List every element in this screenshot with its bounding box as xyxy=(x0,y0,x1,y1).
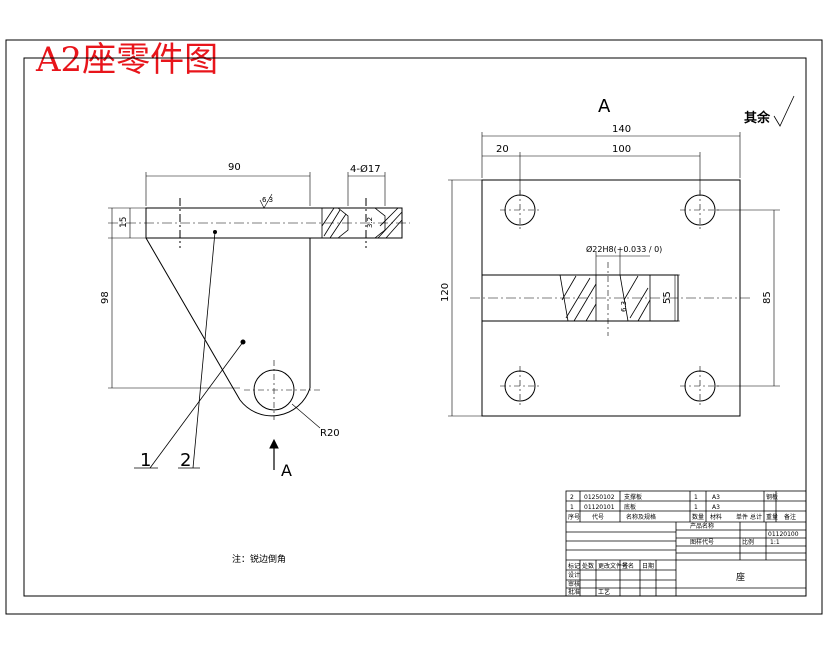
tb-hdr-total: 总计 xyxy=(750,513,762,521)
tb-hdr-unit: 单件 xyxy=(736,513,748,521)
tb-row1-mat: A3 xyxy=(712,494,720,501)
technical-note: 注：锐边倒角 xyxy=(232,553,286,565)
support-arc xyxy=(239,387,311,417)
tb-row2-no: 1 xyxy=(570,504,574,511)
side-view xyxy=(108,172,410,470)
tb-row2-code: 01120101 xyxy=(584,504,615,511)
tb-row1-name: 支撑板 xyxy=(624,493,642,501)
tb-info-product: 产品名称 xyxy=(690,522,714,530)
tb-row1-no: 2 xyxy=(570,494,574,501)
inner-frame xyxy=(23,57,807,597)
tb-row2-name: 底板 xyxy=(624,503,636,511)
tb-sign-process: 工艺 xyxy=(598,588,610,596)
roughness-section-label: 3.2 xyxy=(366,217,374,228)
title-block xyxy=(565,490,807,597)
title-block-frame xyxy=(565,490,807,597)
tb-info-scale: 比例 xyxy=(742,538,754,546)
dim-85-label: 85 xyxy=(762,291,773,304)
tb-hdr-remark: 备注 xyxy=(784,513,796,521)
leader-label-2: 2 xyxy=(180,450,191,471)
support-edge-left xyxy=(145,237,241,401)
surface-check-mark xyxy=(773,95,795,127)
tb-row2-qty: 1 xyxy=(694,504,698,511)
surface-note: 其余 xyxy=(744,110,771,126)
tb-hdr-qty: 数量 xyxy=(692,513,704,521)
tb-row1-qty: 1 xyxy=(694,494,698,501)
drawing-title: A2座零件图 xyxy=(36,40,219,80)
roughness-top-label: 6.3 xyxy=(262,196,273,204)
dim-20-label: 20 xyxy=(496,144,509,155)
tb-part-name: 座 xyxy=(736,571,745,583)
tb-sign-review: 审核 xyxy=(568,580,580,588)
tb-hdr-code: 代号 xyxy=(592,513,604,521)
radius-leader xyxy=(291,403,321,429)
dim-15-label: 15 xyxy=(119,217,129,228)
tb-info-scale-value: 1:1 xyxy=(770,539,780,546)
tb-info-code: 图样代号 xyxy=(690,538,714,546)
tb-row1-code: 01250102 xyxy=(584,494,615,501)
leader-line-1 xyxy=(149,341,244,469)
tb-sign-design: 设计 xyxy=(568,571,580,579)
view-a-label: A xyxy=(598,96,611,117)
tb-hdr-name: 名称及规格 xyxy=(626,513,656,521)
dim-100-label: 100 xyxy=(612,144,631,155)
tb-label-mark: 标记 xyxy=(568,562,580,570)
dim-55-label: 55 xyxy=(662,291,673,304)
tb-hdr-weight: 重量 xyxy=(766,513,778,521)
tb-sign-approve: 批准 xyxy=(568,588,580,596)
tb-label-sign: 签名 xyxy=(622,562,634,570)
view-arrow-label: A xyxy=(281,461,292,480)
tb-label-count: 处数 xyxy=(582,562,594,570)
tb-info-drawing-no: 01120100 xyxy=(768,531,799,538)
dim-140-label: 140 xyxy=(612,124,631,135)
dim-98-label: 98 xyxy=(100,291,111,304)
tb-hdr-mat: 材料 xyxy=(710,513,722,521)
dim-top-label: 90 xyxy=(228,162,241,173)
leader-line-2 xyxy=(192,231,216,469)
title-block-text: 2 01250102 支撑板 1 A3 钢板 1 01120101 底板 1 A… xyxy=(568,493,799,596)
dim-hole-label: 4-Ø17 xyxy=(350,163,381,175)
view-arrow-head xyxy=(269,438,279,449)
tb-label-change: 更改文件号 xyxy=(598,562,628,570)
roughness-mark-top xyxy=(259,193,273,209)
tb-label-date: 日期 xyxy=(642,562,654,570)
view-a xyxy=(448,95,795,417)
tb-row1-note: 钢板 xyxy=(766,493,778,501)
roughness-bore-label: 6.3 xyxy=(620,301,628,312)
mount-holes xyxy=(500,190,720,406)
tb-hdr-no: 序号 xyxy=(568,513,580,521)
outer-frame xyxy=(5,39,823,615)
dim-bore-label: Ø22H8(+0.033 / 0) xyxy=(586,244,662,254)
leader-label-1: 1 xyxy=(140,450,151,471)
dim-120-label: 120 xyxy=(440,283,451,302)
radius-label: R20 xyxy=(320,428,340,439)
tb-row2-mat: A3 xyxy=(712,504,720,511)
